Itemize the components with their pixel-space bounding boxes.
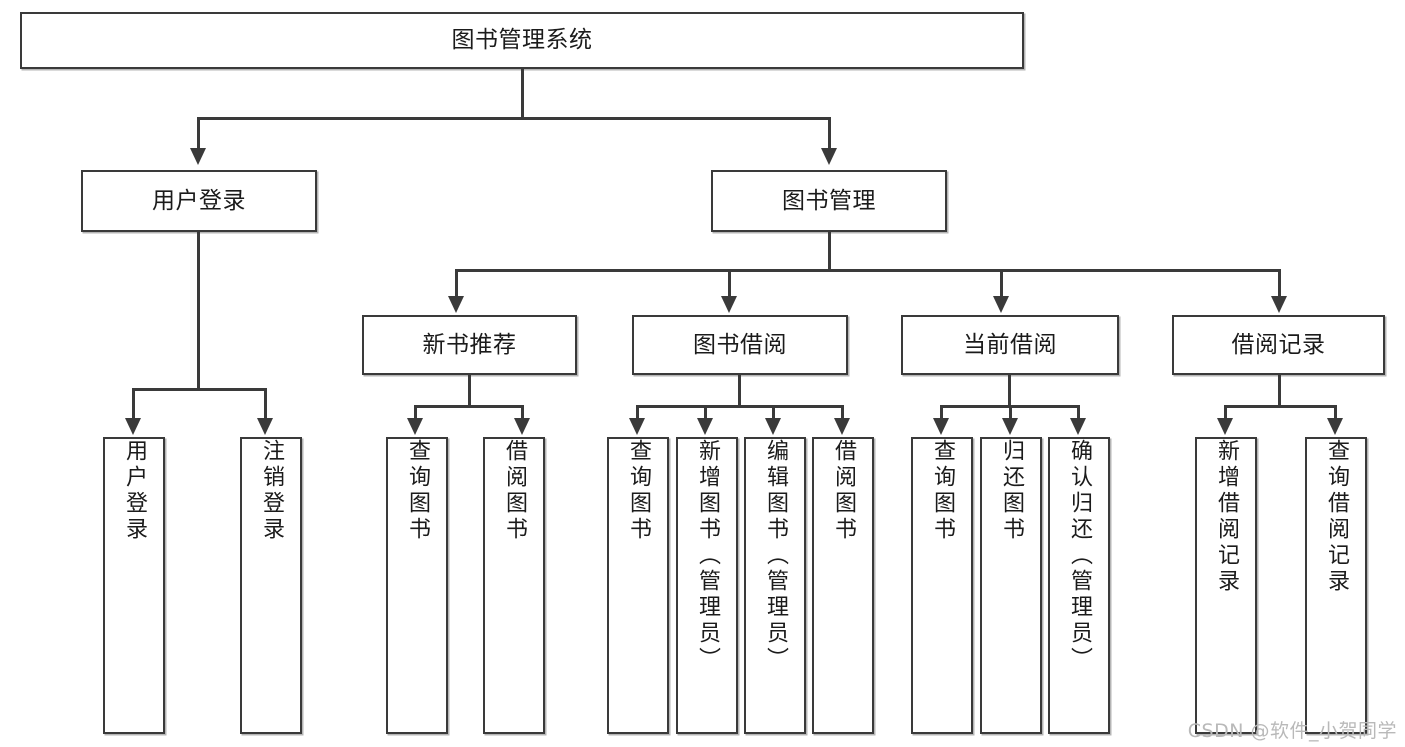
connector-drop-bb-leaf-4 — [841, 407, 844, 420]
connector-bus-level3 — [455, 269, 1281, 272]
arrowhead-br-leaf-1 — [1217, 418, 1233, 435]
leaf-bb-query-book[interactable]: 查询图书 — [607, 437, 669, 734]
arrowhead-user-login-leaf-2 — [257, 418, 273, 435]
connector-drop-cb-leaf-1 — [940, 407, 943, 420]
arrowhead-cb-leaf-3 — [1070, 418, 1086, 435]
connector-drop-br-leaf-1 — [1224, 407, 1227, 420]
arrowhead-nbr-leaf-2 — [514, 418, 530, 435]
arrowhead-book-management — [821, 148, 837, 165]
node-label: 图书借阅 — [693, 331, 787, 358]
node-borrow-record[interactable]: 借阅记录 — [1172, 315, 1385, 375]
connector-user-login-stem — [197, 232, 200, 390]
connector-bus-borrow-record-leaves — [1224, 405, 1337, 408]
leaf-nbr-query-book[interactable]: 查询图书 — [386, 437, 448, 734]
leaf-label: 借阅图书 — [502, 439, 527, 543]
leaf-label: 查询图书 — [626, 439, 651, 543]
connector-book-management-stem — [828, 232, 831, 272]
connector-drop-nbr-leaf-2 — [521, 407, 524, 420]
node-label: 借阅记录 — [1231, 331, 1326, 358]
connector-book-borrow-stem — [738, 375, 741, 407]
connector-borrow-record-stem — [1278, 375, 1281, 407]
node-label: 当前借阅 — [963, 331, 1057, 358]
arrowhead-bb-leaf-1 — [629, 418, 645, 435]
arrowhead-current-borrow — [993, 296, 1009, 313]
leaf-label: 新增借阅记录 — [1214, 439, 1239, 595]
connector-drop-cb-leaf-2 — [1009, 407, 1012, 420]
connector-bus-current-borrow-leaves — [940, 405, 1080, 408]
connector-current-borrow-stem — [1008, 375, 1011, 407]
node-user-login[interactable]: 用户登录 — [81, 170, 317, 232]
leaf-label: 查询图书 — [930, 439, 955, 543]
arrowhead-br-leaf-2 — [1327, 418, 1343, 435]
arrowhead-book-borrow — [721, 296, 737, 313]
leaf-label: 归还图书 — [999, 439, 1024, 543]
connector-drop-user-login-leaf-2 — [264, 390, 267, 420]
leaf-cb-query-book[interactable]: 查询图书 — [911, 437, 973, 734]
connector-bus-level1 — [197, 117, 831, 120]
node-label: 图书管理系统 — [451, 27, 593, 54]
leaf-br-query-record[interactable]: 查询借阅记录 — [1305, 437, 1367, 734]
leaf-label: 编辑图书（管理员） — [763, 439, 788, 673]
connector-bus-book-borrow-leaves — [636, 405, 844, 408]
connector-drop-bb-leaf-2 — [704, 407, 707, 420]
connector-drop-nbr-leaf-1 — [414, 407, 417, 420]
node-new-book-recommend[interactable]: 新书推荐 — [362, 315, 577, 375]
connector-bus-user-login-leaves — [132, 388, 267, 391]
leaf-bb-edit-book-admin[interactable]: 编辑图书（管理员） — [744, 437, 806, 734]
arrowhead-cb-leaf-1 — [933, 418, 949, 435]
leaf-label: 用户登录 — [122, 439, 147, 543]
leaf-nbr-borrow-book[interactable]: 借阅图书 — [483, 437, 545, 734]
connector-drop-current-borrow — [1000, 271, 1003, 298]
arrowhead-bb-leaf-3 — [765, 418, 781, 435]
leaf-label: 注销登录 — [259, 439, 284, 543]
node-label: 图书管理 — [782, 187, 876, 214]
connector-drop-book-management — [828, 119, 831, 150]
leaf-logout[interactable]: 注销登录 — [240, 437, 302, 734]
arrowhead-cb-leaf-2 — [1002, 418, 1018, 435]
node-root-book-management-system[interactable]: 图书管理系统 — [20, 12, 1024, 69]
leaf-user-login[interactable]: 用户登录 — [103, 437, 165, 734]
leaf-label: 借阅图书 — [831, 439, 856, 543]
node-book-management[interactable]: 图书管理 — [711, 170, 947, 232]
connector-drop-book-borrow — [728, 271, 731, 298]
arrowhead-nbr-leaf-1 — [407, 418, 423, 435]
node-current-borrow[interactable]: 当前借阅 — [901, 315, 1119, 375]
connector-root-stem — [521, 69, 524, 119]
csdn-watermark: CSDN @软件_小贺同学 — [1187, 720, 1397, 742]
leaf-bb-add-book-admin[interactable]: 新增图书（管理员） — [676, 437, 738, 734]
connector-drop-user-login-leaf-1 — [132, 390, 135, 420]
connector-drop-new-book-recommend — [455, 271, 458, 298]
leaf-label: 查询借阅记录 — [1324, 439, 1349, 595]
connector-drop-user-login — [197, 119, 200, 150]
leaf-cb-confirm-return-admin[interactable]: 确认归还（管理员） — [1048, 437, 1110, 734]
connector-bus-new-book-recommend-leaves — [414, 405, 524, 408]
leaf-bb-borrow-book[interactable]: 借阅图书 — [812, 437, 874, 734]
connector-drop-borrow-record — [1278, 271, 1281, 298]
connector-drop-bb-leaf-3 — [772, 407, 775, 420]
connector-new-book-recommend-stem — [468, 375, 471, 407]
arrowhead-new-book-recommend — [448, 296, 464, 313]
leaf-br-add-record[interactable]: 新增借阅记录 — [1195, 437, 1257, 734]
arrowhead-bb-leaf-2 — [697, 418, 713, 435]
arrowhead-bb-leaf-4 — [834, 418, 850, 435]
arrowhead-borrow-record — [1271, 296, 1287, 313]
leaf-label: 新增图书（管理员） — [695, 439, 720, 673]
connector-drop-cb-leaf-3 — [1077, 407, 1080, 420]
connector-drop-bb-leaf-1 — [636, 407, 639, 420]
node-book-borrow[interactable]: 图书借阅 — [632, 315, 848, 375]
leaf-cb-return-book[interactable]: 归还图书 — [980, 437, 1042, 734]
arrowhead-user-login-leaf-1 — [125, 418, 141, 435]
leaf-label: 查询图书 — [405, 439, 430, 543]
node-label: 用户登录 — [152, 187, 246, 214]
arrowhead-user-login — [190, 148, 206, 165]
connector-drop-br-leaf-2 — [1334, 407, 1337, 420]
leaf-label: 确认归还（管理员） — [1067, 439, 1092, 673]
node-label: 新书推荐 — [422, 331, 517, 358]
